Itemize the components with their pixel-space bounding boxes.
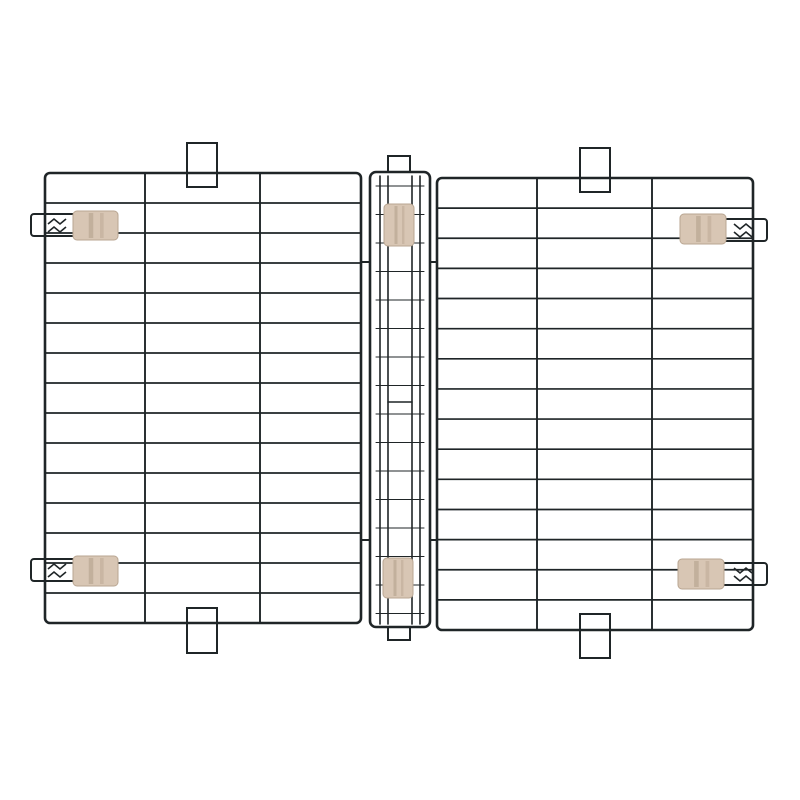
left-upper-clip	[72, 210, 119, 241]
left-lower-clip-body	[72, 555, 119, 587]
center-upper-clip-groove	[394, 206, 398, 244]
center-frame	[368, 170, 432, 629]
right-upper-clip-body	[679, 213, 727, 245]
right-upper-clip-groove	[696, 216, 701, 242]
center-lower-clip-body	[382, 557, 414, 599]
right-panel-frame	[435, 176, 755, 632]
wire-layer	[30, 142, 768, 659]
left-panel-frame	[43, 171, 363, 625]
left-upper-clip-groove	[88, 213, 94, 238]
right-top-hook	[579, 147, 611, 193]
left-lower-spring	[47, 562, 67, 579]
right-lower-spring	[733, 566, 753, 583]
right-upper-clip	[679, 213, 727, 245]
center-lower-clip-groove	[393, 560, 397, 596]
left-lower-clip-groove	[88, 558, 94, 584]
left-top-hook	[186, 142, 218, 188]
center-lower-clip-groove	[401, 560, 404, 596]
center-bottom-hook	[387, 627, 411, 641]
right-bottom-hook	[579, 613, 611, 659]
right-lower-clip-groove	[705, 561, 710, 587]
left-lower-clip	[72, 555, 119, 587]
right-lower-clip-body	[677, 558, 725, 590]
left-lower-clip-groove	[100, 558, 104, 584]
clip-layer	[72, 203, 727, 599]
left-bottom-hook	[186, 607, 218, 654]
center-top-hook	[387, 155, 411, 172]
right-lower-clip	[677, 558, 725, 590]
left-upper-clip-groove	[100, 213, 104, 238]
center-upper-clip-body	[383, 203, 415, 247]
right-upper-clip-groove	[707, 216, 712, 242]
right-upper-spring	[733, 222, 753, 239]
center-upper-clip	[383, 203, 415, 247]
center-upper-clip-groove	[402, 206, 405, 244]
right-lower-clip-groove	[694, 561, 699, 587]
center-lower-clip	[382, 557, 414, 599]
center-folded-panel	[368, 155, 432, 641]
left-upper-clip-body	[72, 210, 119, 241]
right-panel	[435, 176, 755, 632]
left-upper-spring	[47, 217, 67, 234]
